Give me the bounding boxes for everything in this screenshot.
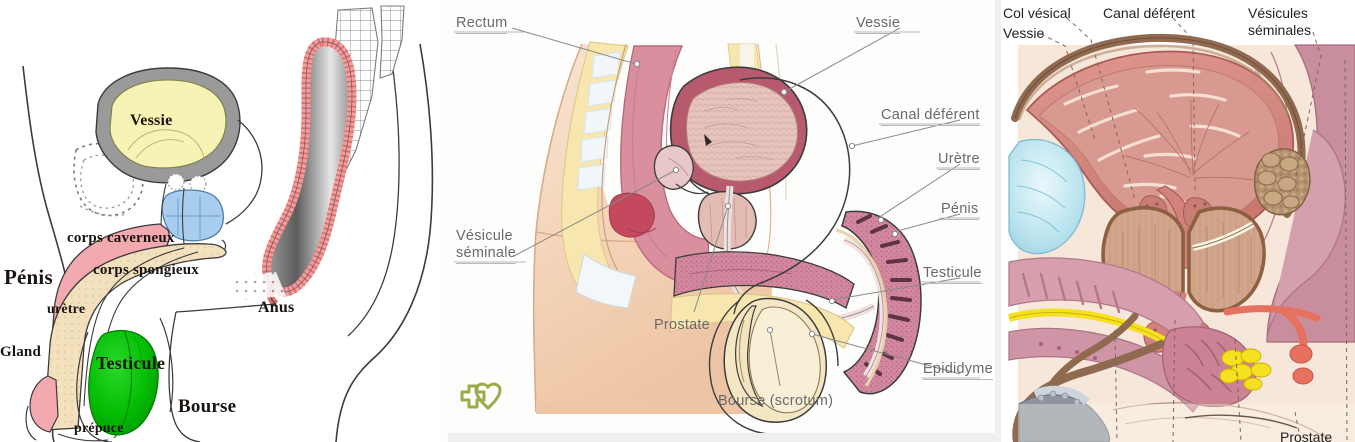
label-uretre-p1: urètre [47, 302, 86, 317]
label-corps-caverneux: corps caverneux [67, 230, 175, 246]
label-vesicules-seminales: Vésicules séminales [1248, 5, 1312, 38]
panel2-illustration [440, 0, 995, 442]
label-testicule-p2: Testicule [923, 265, 982, 284]
heart-cross-logo-shape [460, 382, 502, 411]
label-uretre-p2: Urètre [938, 151, 980, 170]
label-col-vesical: Col vésical [1003, 5, 1071, 21]
panel-labelled-male-anatomy: Rectum Vessie Canal déférent Urètre Péni… [440, 0, 995, 442]
label-canal-deferent-p2: Canal déférent [881, 107, 980, 126]
label-anus: Anus [258, 299, 295, 316]
label-prostate-p3: Prostate [1280, 429, 1333, 442]
panel3-illustration [995, 0, 1355, 442]
label-testicule-p1: Testicule [96, 353, 166, 373]
label-vessie-p1: Vessie [130, 112, 173, 129]
label-rectum-p2: Rectum [456, 15, 508, 34]
label-vesicule-seminale-p2: Vésicule séminale [456, 228, 517, 264]
label-corps-spongieux: corps spongieux [93, 262, 199, 278]
label-vessie-p3: Vessie [1003, 25, 1045, 41]
panel-schematic-penis: Vessie corps caverneux corps spongieux P… [0, 0, 440, 442]
label-prepuce: prépuce [74, 421, 124, 436]
panel2-bottom-bar [448, 433, 995, 442]
label-penis-p1: Pénis [4, 265, 53, 289]
label-bourse-p1: Bourse [178, 396, 237, 417]
panel-prostate-detail: Col vésical Vessie Canal déférent Vésicu… [995, 0, 1355, 442]
label-prostate-p2: Prostate [654, 317, 710, 333]
label-epididyme-p2: Epididyme [923, 361, 993, 380]
label-canal-deferent-p3: Canal déférent [1103, 5, 1195, 21]
panel1-illustration [0, 0, 440, 442]
label-vessie-p2: Vessie [856, 15, 901, 34]
label-gland: Gland [0, 344, 42, 360]
label-penis-p2: Pénis [941, 201, 979, 220]
label-bourse-scrotum-p2: Bourse (scrotum) [718, 393, 834, 409]
